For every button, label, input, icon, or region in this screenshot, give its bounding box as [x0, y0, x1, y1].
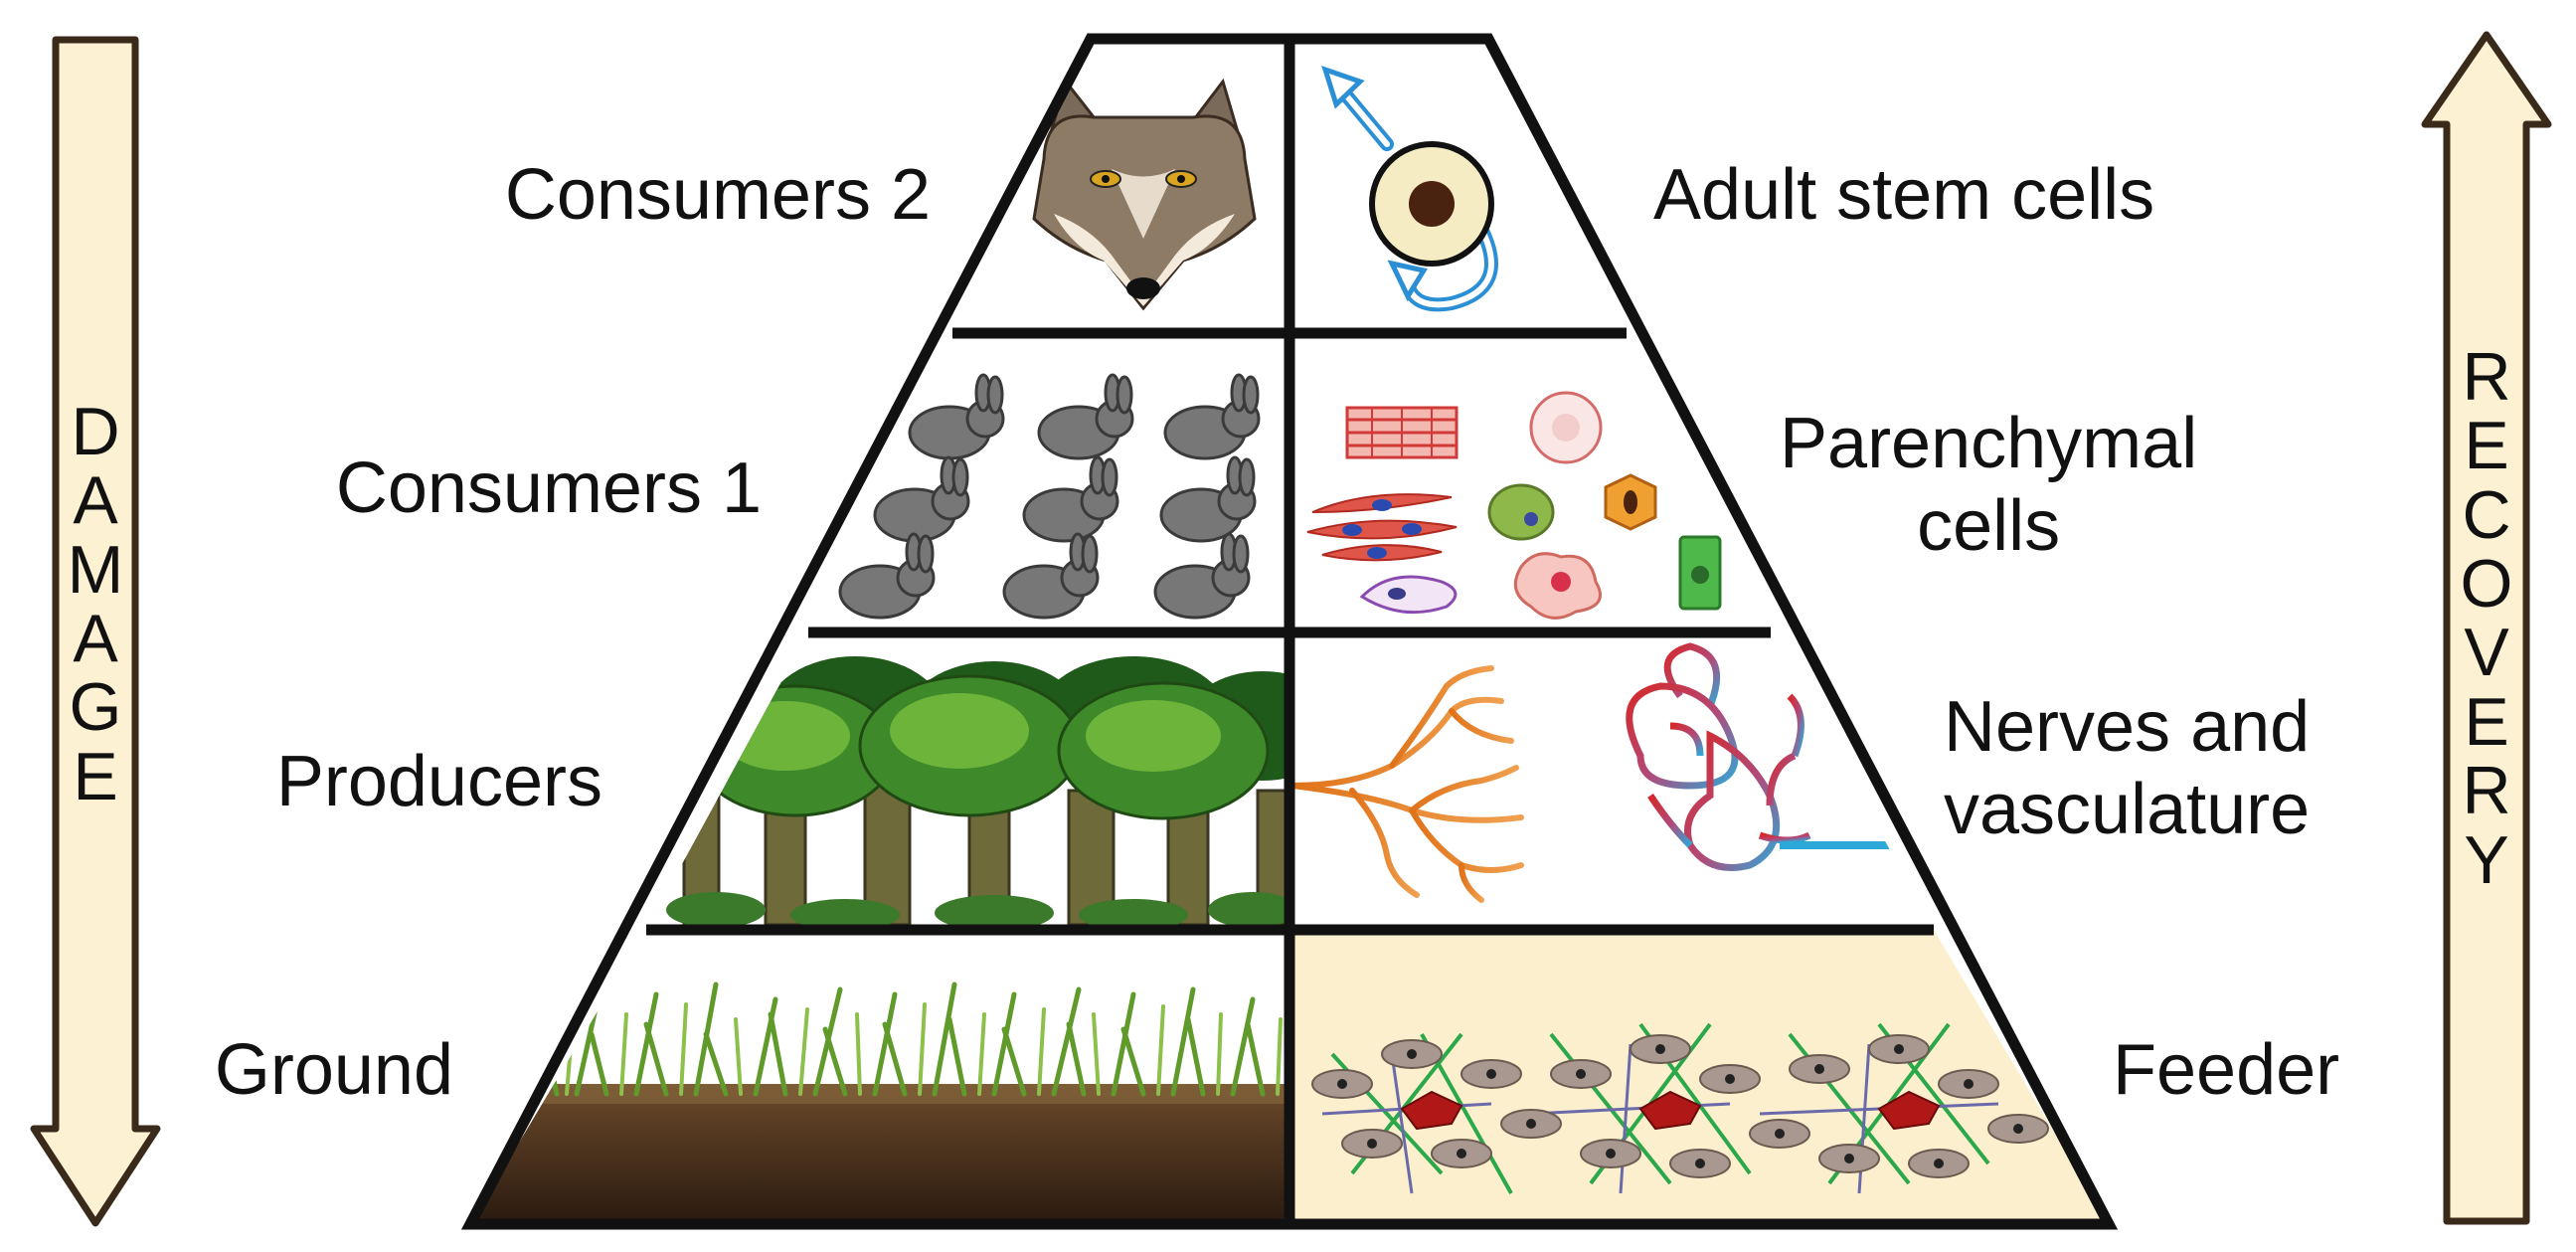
label-adult-stem-cells: Adult stem cells [1653, 155, 2155, 235]
label-feeder: Feeder [2113, 1030, 2340, 1110]
nerves-vessels-icon [1289, 633, 1909, 903]
label-nerves-line1: Nerves and [1944, 687, 2311, 767]
label-producers: Producers [275, 742, 602, 821]
recovery-arrow [2421, 31, 2552, 1225]
recovery-letter: E [2464, 683, 2509, 760]
feeder-background [1289, 930, 2109, 1224]
damage-letter: E [73, 738, 118, 814]
recovery-letter: C [2462, 476, 2511, 553]
wolf-icon [1032, 78, 1257, 311]
grass-soil-icon [470, 930, 1289, 1224]
feeder-cells-icon [1311, 1022, 2049, 1194]
label-parenchymal-cells: Parenchymal cells [1780, 403, 2197, 568]
recovery-letter: R [2462, 339, 2511, 415]
recovery-letter: E [2464, 408, 2509, 484]
recovery-letter: O [2460, 546, 2513, 623]
label-ground: Ground [214, 1030, 453, 1110]
stem-cell-icon [1321, 66, 1498, 312]
damage-letter: A [73, 601, 118, 677]
rabbits-icon [838, 373, 1261, 620]
label-nerves-vasculature: Nerves and vasculature [1944, 686, 2310, 851]
forest-icon [646, 632, 1289, 930]
cells-icon [1306, 391, 1722, 620]
label-parenchymal-line2: cells [1917, 485, 2061, 566]
recovery-letter: V [2464, 615, 2509, 691]
label-consumers-2: Consumers 2 [504, 155, 931, 235]
damage-arrow [30, 36, 161, 1227]
damage-letter: A [73, 462, 118, 539]
recovery-letter: R [2462, 753, 2511, 829]
pyramid-outline [460, 33, 2119, 1230]
label-parenchymal-line1: Parenchymal [1780, 404, 2198, 483]
damage-letter: G [69, 669, 122, 746]
label-consumers-1: Consumers 1 [335, 448, 762, 528]
recovery-letter: Y [2464, 821, 2509, 898]
damage-letter: M [67, 531, 124, 608]
damage-letter: D [71, 394, 120, 469]
label-nerves-line2: vasculature [1944, 769, 2311, 849]
